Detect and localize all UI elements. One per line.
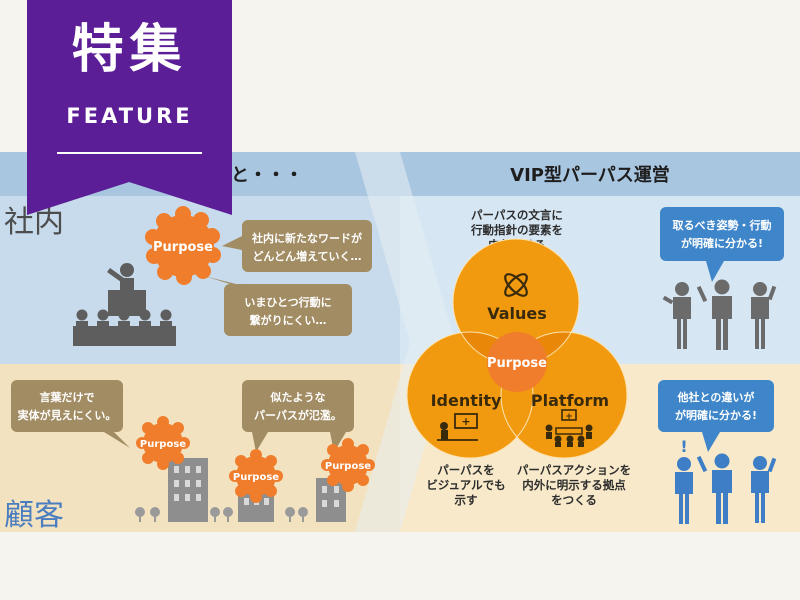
purpose-blob-internal: Purpose (145, 206, 221, 285)
speech-bubble-customer-2: 似たような パーパスが氾濫。 (242, 380, 354, 452)
values-caption: 行動指針の要素を (470, 223, 563, 237)
feature-divider (57, 152, 202, 154)
speech-bubble-text: いまひとつ行動に (244, 295, 331, 309)
speech-bubble-text: 社内に新たなワードが (251, 231, 362, 245)
blue-bubble-customer: 他社との違いが が明確に分かる! (658, 380, 774, 452)
speech-bubble-text: 繋がりにくい… (250, 313, 327, 327)
venn-values-label: Values (487, 304, 547, 323)
blue-bubble-text: 他社との違いが (677, 390, 755, 404)
right-header-text: VIP型パーパス運営 (510, 164, 670, 186)
bottom-strip (0, 532, 800, 600)
blue-bubble-internal: 取るべき姿勢・行動 が明確に分かる! (660, 207, 784, 282)
platform-caption: 内外に明示する拠点 (522, 478, 626, 492)
venn-identity-label: Identity (431, 391, 502, 410)
blue-bubble-text: が明確に分かる! (675, 408, 757, 422)
purpose-blob-small: Purpose (229, 449, 283, 503)
venn-diagram: Purpose Values Identity + Platform + (406, 238, 628, 459)
presentation-icon: + (437, 413, 478, 441)
speech-bubble-text: 実体が見えにくい。 (18, 408, 117, 422)
audience-icon (73, 263, 176, 346)
purpose-blob-label: Purpose (140, 439, 186, 450)
purpose-blob-small: Purpose (321, 438, 375, 492)
platform-caption: パーパスアクションを (517, 463, 631, 477)
platform-caption: をつくる (551, 493, 597, 507)
blue-bubble-text: が明確に分かる! (681, 236, 763, 250)
arrow-separator (355, 152, 455, 532)
identity-caption: 示す (454, 493, 478, 507)
right-header-bar (400, 152, 800, 196)
purpose-blob-label: Purpose (233, 472, 279, 483)
purpose-blob-small: Purpose (136, 416, 190, 470)
speech-bubble-text: どんどん増えていく… (252, 249, 361, 263)
meeting-icon: + (545, 409, 593, 447)
purpose-blob-label: Purpose (153, 240, 213, 255)
feature-ribbon (27, 0, 232, 215)
identity-caption: パーパスを (437, 463, 494, 477)
speech-bubble-customer-1: 言葉だけで 実体が見えにくい。 (11, 380, 130, 448)
svg-text:+: + (565, 412, 573, 422)
people-icon: ! (675, 437, 777, 524)
purpose-blob-label: Purpose (325, 461, 371, 472)
speech-bubble-text: パーパスが氾濫。 (254, 408, 342, 422)
values-caption: パーパスの文言に (471, 208, 563, 222)
speech-bubble-internal-1: 社内に新たなワードが どんどん増えていく… (222, 220, 372, 272)
row-label-customer: 顧客 (4, 498, 64, 533)
feature-subtitle: FEATURE (66, 104, 193, 128)
feature-title: 特集 (71, 20, 188, 80)
svg-text:!: ! (680, 437, 687, 456)
venn-center (487, 332, 547, 392)
atom-icon (504, 273, 528, 297)
blue-bubble-text: 取るべき姿勢・行動 (673, 218, 772, 232)
speech-bubble-text: 言葉だけで (40, 390, 95, 404)
speech-bubble-internal-2: いまひとつ行動に 繋がりにくい… (204, 276, 352, 336)
identity-caption: ビジュアルでも (426, 478, 505, 492)
speech-bubble-text: 似たような (270, 391, 326, 404)
people-icon (662, 279, 777, 350)
venn-center-label: Purpose (487, 356, 547, 371)
tree-icon (135, 507, 308, 522)
svg-text:+: + (461, 415, 470, 428)
venn-platform-label: Platform (531, 391, 609, 410)
